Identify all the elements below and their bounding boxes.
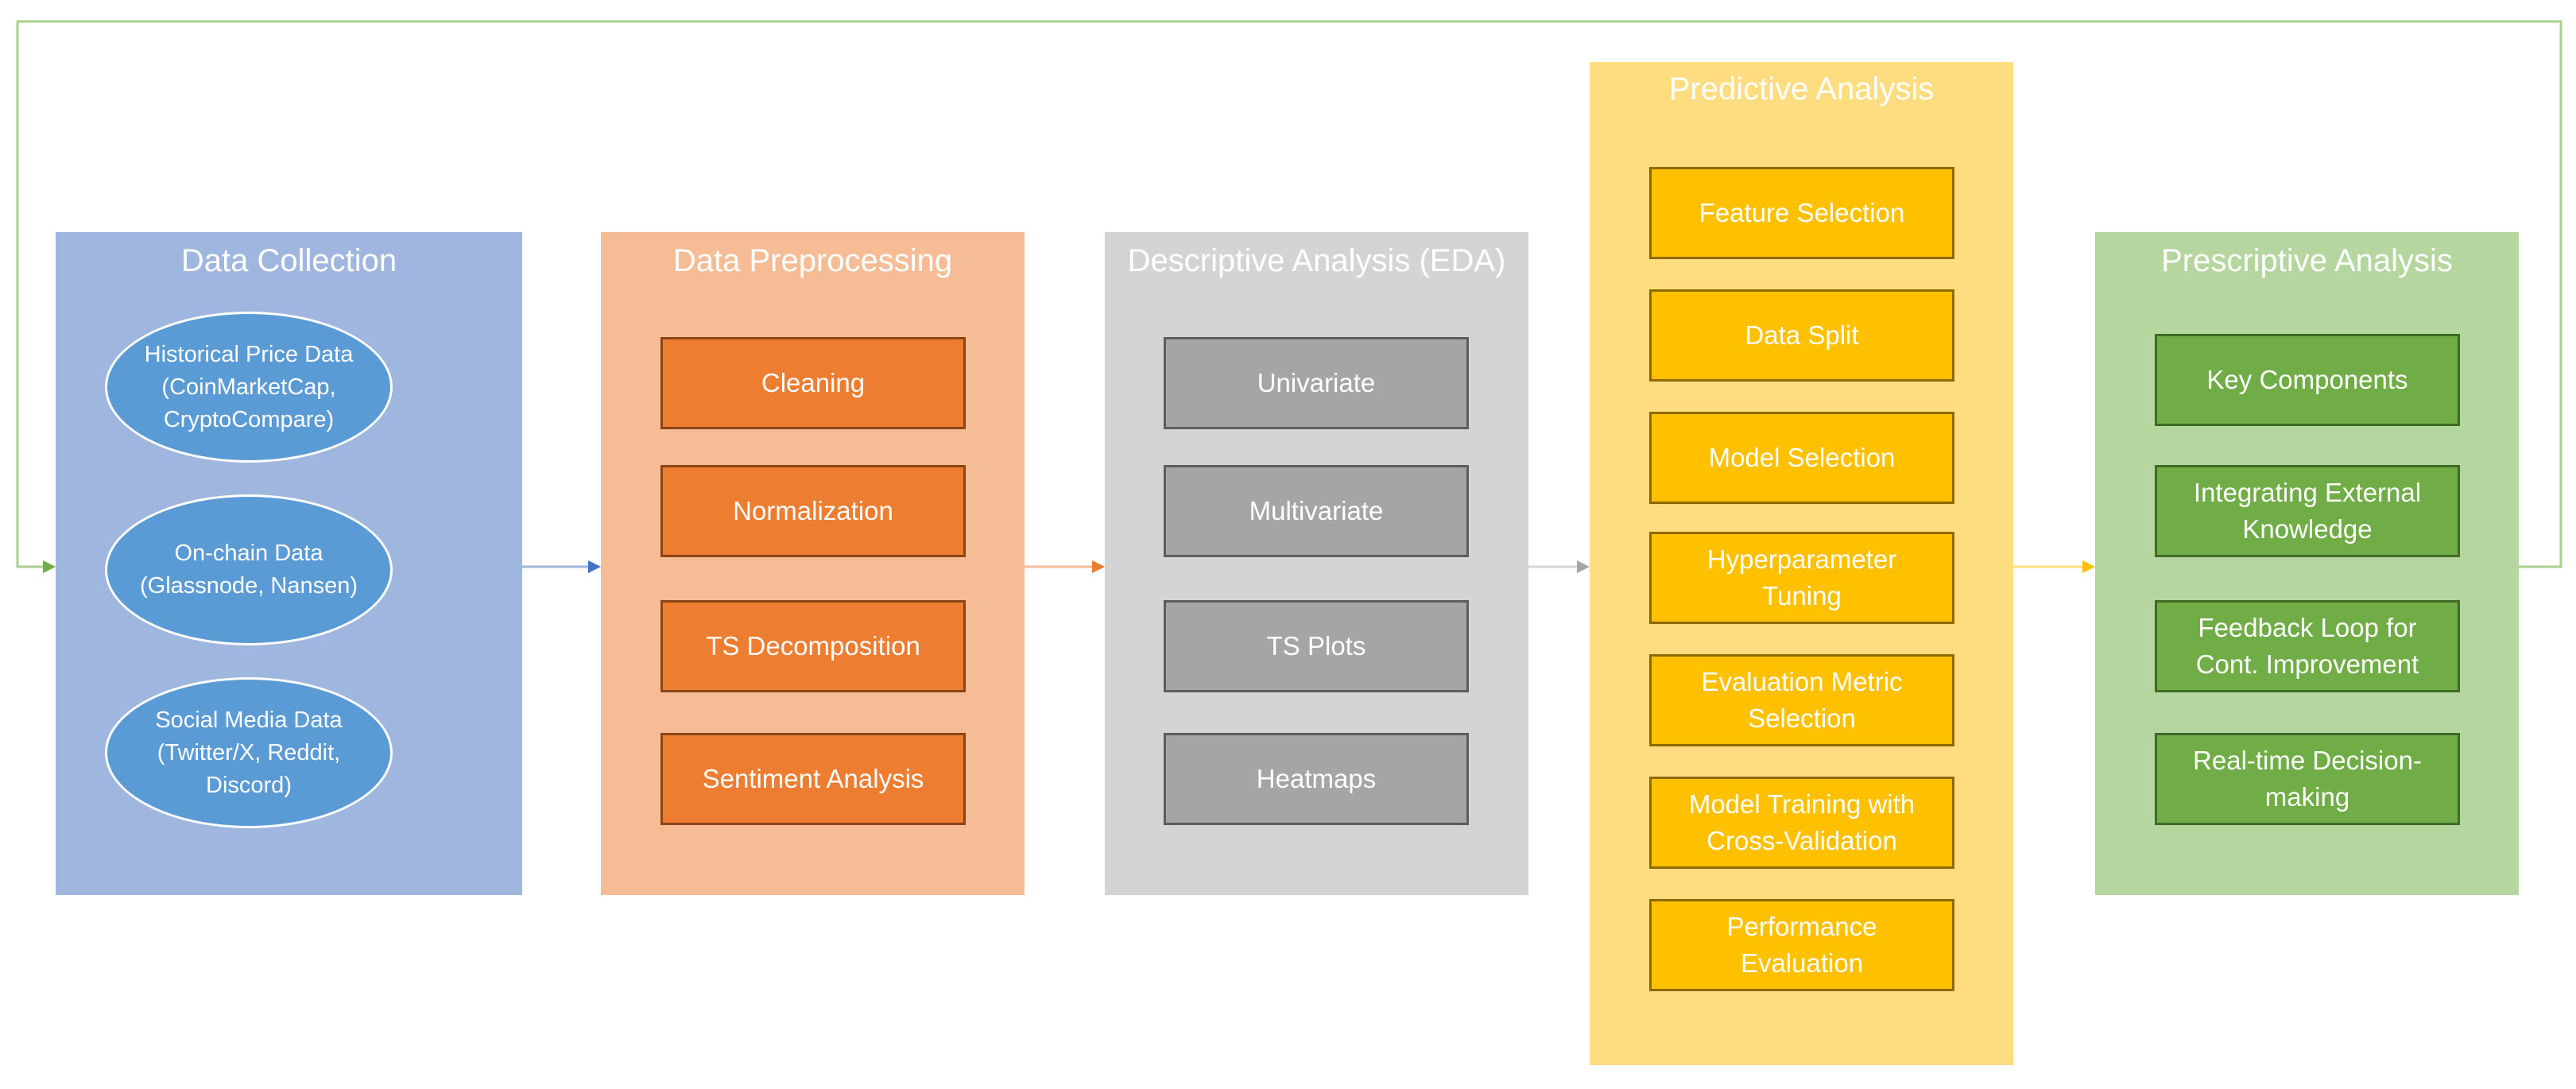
ellipse-social-media-data: Social Media Data (Twitter/X, Reddit, Di… bbox=[105, 677, 393, 828]
feedback-loop-line bbox=[16, 20, 2562, 568]
stage-title: Prescriptive Analysis bbox=[2161, 243, 2453, 278]
box-data-split: Data Split bbox=[1649, 289, 1954, 382]
box-integrating-external-knowledge: Integrating External Knowledge bbox=[2155, 465, 2460, 557]
box-univariate: Univariate bbox=[1164, 337, 1469, 429]
box-evaluation-metric-selection: Evaluation Metric Selection bbox=[1649, 654, 1954, 746]
box-ts-decomposition: TS Decomposition bbox=[660, 600, 966, 692]
box-cleaning: Cleaning bbox=[660, 337, 966, 429]
box-normalization: Normalization bbox=[660, 465, 966, 557]
arrow-pa-to-pr-head bbox=[2082, 560, 2095, 573]
box-ts-plots: TS Plots bbox=[1164, 600, 1469, 692]
box-model-selection: Model Selection bbox=[1649, 412, 1954, 504]
stage-title: Predictive Analysis bbox=[1668, 72, 1935, 107]
box-heatmaps: Heatmaps bbox=[1164, 733, 1469, 825]
ellipse-on-chain-data: On-chain Data (Glassnode, Nansen) bbox=[105, 494, 393, 645]
box-key-components: Key Components bbox=[2155, 334, 2460, 426]
arrow-dp-to-da-head bbox=[1092, 560, 1105, 573]
stage-title: Descriptive Analysis (EDA) bbox=[1127, 243, 1506, 278]
box-real-time-decision-making: Real-time Decision- making bbox=[2155, 733, 2460, 825]
box-multivariate: Multivariate bbox=[1164, 465, 1469, 557]
stage-title: Data Collection bbox=[180, 243, 397, 278]
box-hyperparameter-tuning: Hyperparameter Tuning bbox=[1649, 532, 1954, 624]
box-model-training-cross-validation: Model Training with Cross-Validation bbox=[1649, 777, 1954, 869]
ellipse-historical-price-data: Historical Price Data (CoinMarketCap, Cr… bbox=[105, 312, 393, 463]
feedback-loop-arrowhead bbox=[43, 560, 56, 573]
stage-title: Data Preprocessing bbox=[672, 243, 953, 278]
arrow-da-to-pa-head bbox=[1577, 560, 1590, 573]
box-feature-selection: Feature Selection bbox=[1649, 167, 1954, 259]
box-sentiment-analysis: Sentiment Analysis bbox=[660, 733, 966, 825]
box-feedback-loop: Feedback Loop for Cont. Improvement bbox=[2155, 600, 2460, 692]
box-performance-evaluation: Performance Evaluation bbox=[1649, 899, 1954, 991]
arrow-dc-to-dp-head bbox=[588, 560, 601, 573]
